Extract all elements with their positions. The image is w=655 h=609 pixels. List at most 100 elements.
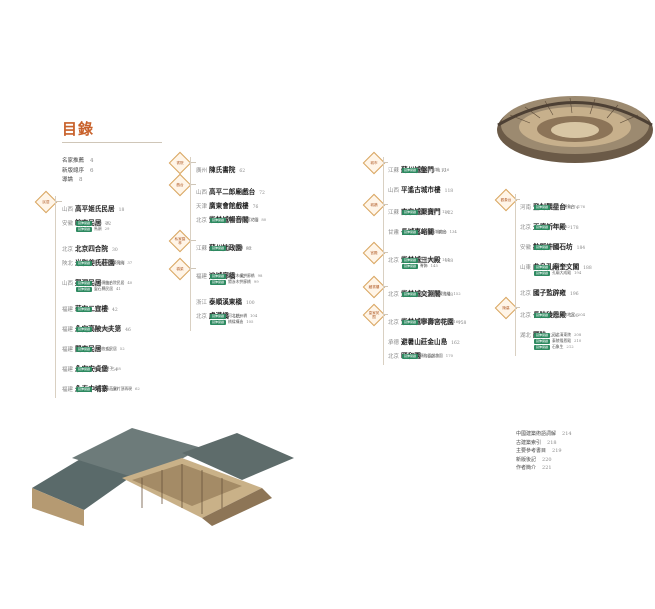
section-badge-label: 橋梁 <box>176 267 184 271</box>
sub-entry-page: 212 <box>566 344 574 349</box>
entry-title[interactable]: 北京四合院 <box>75 245 108 253</box>
entry-province: 安徽 <box>520 245 532 251</box>
entry-title[interactable]: 南京城聚寶門 <box>401 208 441 216</box>
entry-title[interactable]: 平遙古城市樓 <box>401 186 441 194</box>
entry-page: 30 <box>111 248 118 253</box>
entry-title[interactable]: 陳氏書院 <box>209 166 236 174</box>
entry-title[interactable]: 高平二郎廟戲台 <box>209 188 256 196</box>
entry-page: 46 <box>125 328 131 333</box>
entry-title[interactable]: 歙縣許國石坊 <box>533 243 573 251</box>
entry-page: 50 <box>105 348 112 353</box>
entry-title[interactable]: 廣東會館戲樓 <box>209 202 249 210</box>
sub-entry-page: 152 <box>453 291 461 296</box>
entry-page: 162 <box>451 341 460 346</box>
residence-illustration <box>32 428 294 526</box>
sub-entry-title: 土樓 <box>94 306 102 311</box>
entry-page: 184 <box>576 246 586 251</box>
entry-province: 福建 <box>62 307 74 313</box>
entry-title[interactable]: 泰順溪東橋 <box>209 298 242 306</box>
entry-province: 福建 <box>62 387 74 393</box>
entry-title[interactable]: 曲阜孔廟奎文閣 <box>533 263 580 271</box>
section-badge-label: 觀象台 <box>500 198 512 202</box>
sub-entry-title: 藻井 <box>552 224 560 229</box>
section-badge: 城牆 <box>362 193 386 217</box>
sub-entry-page: 41 <box>116 286 121 291</box>
entry-title[interactable]: 高平姬氏民居 <box>75 205 115 213</box>
entry-title[interactable]: 紫禁城寧壽宮花園 <box>401 318 454 326</box>
entry-title[interactable]: 紫禁城三大殿 <box>401 256 441 264</box>
entry-title[interactable]: 米脂姜氏莊園 <box>75 259 115 267</box>
sub-entry-page: 210 <box>574 338 582 343</box>
entry-title[interactable]: 避暑山莊金山島 <box>401 338 448 346</box>
entry-title[interactable]: 紫禁城文淵閣 <box>401 290 441 298</box>
sub-entry-title: 城牆與城門 <box>420 209 439 214</box>
entry-title[interactable]: 國子監辟雍 <box>533 289 566 297</box>
entry-title[interactable]: 永定高陂大夫第 <box>75 325 122 333</box>
entry-province: 廣州 <box>196 168 208 174</box>
back-matter-item-page: 221 <box>542 465 552 471</box>
sub-entry-page: 145 <box>430 263 438 268</box>
entry-title[interactable]: 紫禁城暢音閣 <box>209 216 249 224</box>
sub-entry-title: 北京古觀象台 <box>552 204 575 209</box>
